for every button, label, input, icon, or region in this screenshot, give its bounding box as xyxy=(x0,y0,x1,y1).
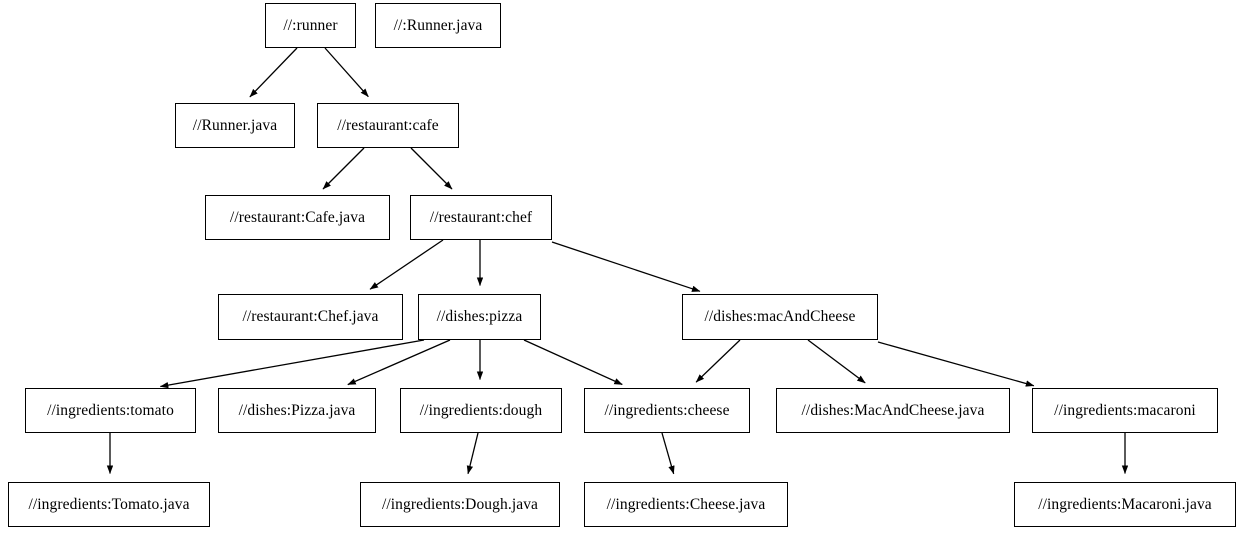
graph-node-label: //dishes:macAndCheese xyxy=(704,308,856,326)
graph-node-ingredients_dough_java[interactable]: //ingredients:Dough.java xyxy=(360,482,560,527)
graph-node-label: //:Runner.java xyxy=(393,16,483,34)
graph-node-label: //restaurant:Chef.java xyxy=(242,308,379,326)
graph-node-ingredients_cheese[interactable]: //ingredients:cheese xyxy=(584,388,750,433)
graph-node-ingredients_cheese_java[interactable]: //ingredients:Cheese.java xyxy=(584,482,788,527)
graph-node-ingredients_tomato[interactable]: //ingredients:tomato xyxy=(25,388,196,433)
graph-node-dishes_macandcheese[interactable]: //dishes:macAndCheese xyxy=(682,294,878,340)
graph-node-runner_java[interactable]: //Runner.java xyxy=(175,103,295,148)
graph-node-ingredients_macaroni[interactable]: //ingredients:macaroni xyxy=(1032,388,1218,433)
graph-node-label: //restaurant:cafe xyxy=(337,116,439,134)
graph-node-restaurant_chef[interactable]: //restaurant:chef xyxy=(410,195,552,240)
graph-node-label: //ingredients:Macaroni.java xyxy=(1038,495,1212,513)
graph-node-dishes_pizza[interactable]: //dishes:pizza xyxy=(418,294,541,340)
graph-node-label: //:runner xyxy=(283,16,338,34)
graph-node-runner_java_root[interactable]: //:Runner.java xyxy=(375,3,501,48)
graph-node-label: //ingredients:cheese xyxy=(604,401,730,419)
graph-node-label: //ingredients:Dough.java xyxy=(381,495,539,513)
graph-node-label: //dishes:Pizza.java xyxy=(238,401,356,419)
graph-node-label: //ingredients:macaroni xyxy=(1054,401,1196,419)
graph-node-ingredients_tomato_java[interactable]: //ingredients:Tomato.java xyxy=(8,482,210,527)
graph-node-dishes_pizza_java[interactable]: //dishes:Pizza.java xyxy=(218,388,376,433)
graph-node-label: //ingredients:tomato xyxy=(47,401,174,419)
graph-node-dishes_macandcheese_java[interactable]: //dishes:MacAndCheese.java xyxy=(776,388,1010,433)
graph-node-ingredients_dough[interactable]: //ingredients:dough xyxy=(400,388,562,433)
graph-node-label: //Runner.java xyxy=(192,116,278,134)
graph-node-label: //dishes:pizza xyxy=(436,308,523,326)
graph-node-label: //ingredients:Cheese.java xyxy=(606,495,766,513)
graph-node-label: //dishes:MacAndCheese.java xyxy=(801,401,985,419)
graph-node-restaurant_cafe[interactable]: //restaurant:cafe xyxy=(317,103,459,148)
graph-node-restaurant_chef_java[interactable]: //restaurant:Chef.java xyxy=(218,294,403,340)
graph-node-label: //ingredients:dough xyxy=(419,401,543,419)
graph-node-label: //restaurant:chef xyxy=(429,208,533,226)
graph-node-label: //ingredients:Tomato.java xyxy=(28,495,190,513)
graph-node-runner[interactable]: //:runner xyxy=(265,3,356,48)
graph-node-restaurant_cafe_java[interactable]: //restaurant:Cafe.java xyxy=(205,195,390,240)
graph-node-ingredients_macaroni_java[interactable]: //ingredients:Macaroni.java xyxy=(1014,482,1236,527)
graph-node-label: //restaurant:Cafe.java xyxy=(229,208,366,226)
